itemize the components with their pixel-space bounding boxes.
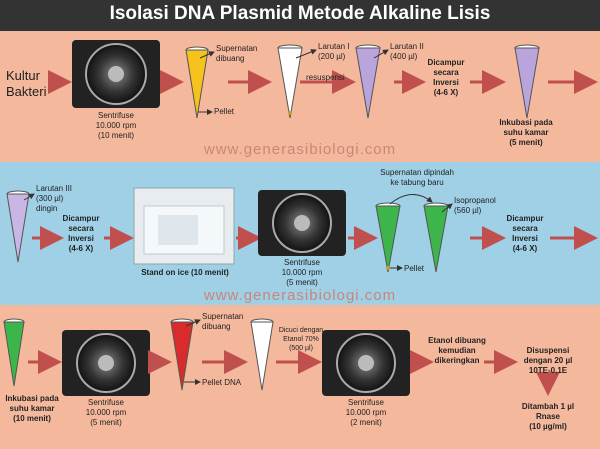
title-bar	[0, 0, 600, 31]
supernatant-label: Supernatan dibuang	[202, 312, 244, 331]
resuspend-label: Disuspensi dengan 20 µl 10TE-0,1E	[523, 346, 573, 375]
centrifuge-icon	[72, 40, 160, 108]
pointer-arrow	[199, 51, 215, 59]
centrifuge-label: Sentrifuse 10.000 rpm (5 menit)	[85, 398, 127, 427]
watermark: www.generasibiologi.com	[203, 141, 397, 158]
pellet-label: Pellet	[404, 264, 425, 273]
ice-box-icon	[133, 187, 235, 265]
incubate-label: Inkubasi pada suhu kamar (10 menit)	[5, 394, 59, 423]
ice-label: Stand on ice (10 menit)	[141, 268, 229, 277]
tube-icon	[423, 202, 449, 273]
transfer-arrow	[389, 194, 433, 205]
start-label: Kultur Bakteri	[6, 68, 47, 99]
pointer-arrow	[441, 203, 453, 213]
centrifuge-label: Sentrifuse 10.000 rpm (5 menit)	[281, 258, 323, 287]
transfer-label: Supernatan dipindah ke tabung baru	[380, 168, 454, 187]
diagram-title: Isolasi DNA Plasmid Metode Alkaline Lisi…	[109, 3, 491, 24]
larutan-2-label: Larutan II (400 µl)	[390, 42, 424, 61]
resuspension-label: resuspensi	[306, 73, 345, 82]
pellet-label: Pellet DNA	[202, 378, 242, 387]
pointer-arrow	[373, 49, 389, 59]
pointer-arrow	[185, 319, 201, 327]
pointer-arrow	[23, 193, 35, 201]
centrifuge-icon	[258, 190, 346, 256]
tube-icon	[355, 44, 381, 119]
supernatant-label: Supernatan dibuang	[216, 44, 258, 63]
tube-icon	[250, 318, 274, 391]
mix-label: Dicampur secara Inversi (4-6 X)	[506, 214, 544, 253]
pointer-arrow	[295, 49, 317, 59]
larutan-1-label: Larutan I (200 µl)	[318, 42, 350, 61]
tube-icon	[3, 318, 25, 387]
pellet-label: Pellet	[214, 107, 235, 116]
centrifuge-icon	[62, 330, 150, 396]
dry-label: Etanol dibuang kemudian dikeringkan	[428, 336, 486, 365]
wash-label: Dicuci dengan Etanol 70% (500 µl)	[278, 327, 324, 352]
rnase-label: Ditambah 1 µl Rnase (10 µg/ml)	[521, 402, 575, 431]
centrifuge-label: Sentrifuse 10.000 rpm (2 menit)	[345, 398, 387, 427]
tube-icon	[514, 44, 540, 119]
mix-label: Dicampur secara Inversi (4-6 X)	[427, 58, 465, 97]
tube-icon	[375, 202, 401, 273]
centrifuge-label: Sentrifuse 10.000 rpm (10 menit)	[95, 111, 137, 140]
larutan-3-label: Larutan III (300 µl) dingin	[36, 184, 73, 213]
mix-label: Dicampur secara Inversi (4-6 X)	[62, 214, 100, 253]
centrifuge-icon	[322, 330, 410, 396]
tube-icon	[170, 318, 194, 391]
isopropanol-label: Isopropanol (560 µl)	[454, 196, 496, 215]
watermark: www.generasibiologi.com	[203, 287, 397, 304]
tube-icon	[277, 44, 303, 119]
tube-icon	[185, 46, 209, 119]
incubate-label: Inkubasi pada suhu kamar (5 menit)	[499, 118, 553, 147]
tube-icon	[6, 190, 30, 263]
